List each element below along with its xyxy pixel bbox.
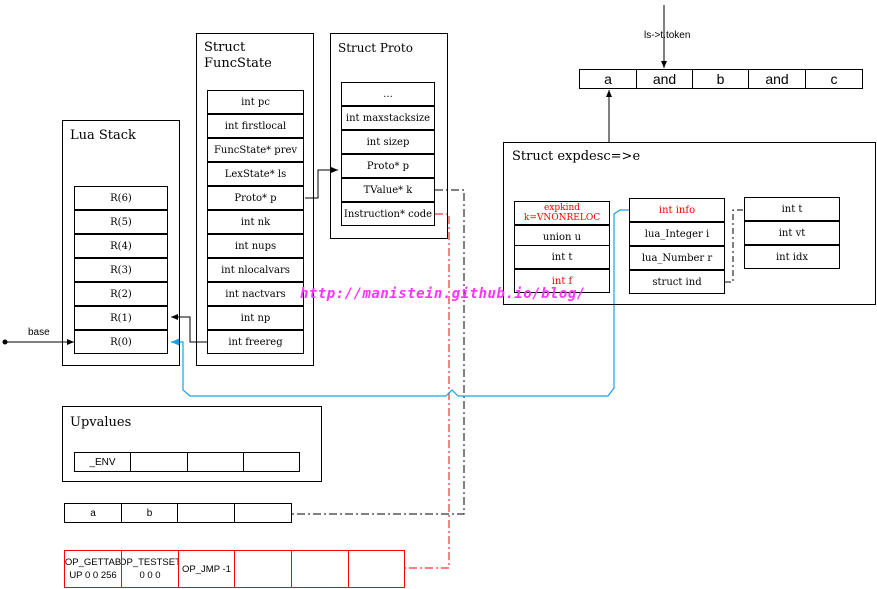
stack-slot: R(5) xyxy=(74,210,168,234)
expdesc-title: Struct expdesc=>e xyxy=(512,149,641,164)
lua-stack-panel: Lua Stack xyxy=(62,120,180,366)
funcstate-field: int nlocalvars xyxy=(207,258,304,282)
ind-t-field: int t xyxy=(744,197,840,221)
funcstate-title: Struct FuncState xyxy=(204,40,272,71)
funcstate-field: FuncState* prev xyxy=(207,138,304,162)
expkind-field: expkind k=VNONRELOC xyxy=(514,201,610,225)
proto-title: Struct Proto xyxy=(338,41,413,55)
constant-cell xyxy=(177,503,235,523)
code-pointer-line xyxy=(405,213,450,569)
token-item: a xyxy=(579,69,637,89)
proto-field: ... xyxy=(341,82,435,106)
constant-cell xyxy=(234,503,292,523)
funcstate-panel: Struct FuncState xyxy=(196,33,314,366)
token-label: ls->t.token xyxy=(644,30,691,41)
token-item: and xyxy=(636,69,693,89)
code-cell xyxy=(234,550,292,588)
code-cell xyxy=(291,550,349,588)
stack-slot: R(0) xyxy=(74,330,168,354)
stack-slot: R(4) xyxy=(74,234,168,258)
funcstate-field: int np xyxy=(207,306,304,330)
code-cell: OP_JMP -1 xyxy=(178,550,235,588)
funcstate-field: int freereg xyxy=(207,330,304,354)
upvalue-cell xyxy=(187,452,244,472)
lua-integer-field: lua_Integer i xyxy=(629,222,725,246)
expdesc-panel: Struct expdesc=>e xyxy=(503,142,876,305)
watermark: http://manistein.github.io/blog/ xyxy=(300,286,586,302)
funcstate-field: int nk xyxy=(207,210,304,234)
ind-idx-field: int idx xyxy=(744,245,840,269)
upvalues-title: Upvalues xyxy=(70,415,132,430)
proto-panel: Struct Proto xyxy=(330,33,448,239)
token-item: c xyxy=(805,69,863,89)
code-cell xyxy=(348,550,405,588)
upvalues-panel: Upvalues xyxy=(62,406,322,482)
proto-field: TValue* k xyxy=(341,178,435,202)
code-cell: OP_GETTAB UP 0 0 256 xyxy=(64,550,122,588)
funcstate-field: int firstlocal xyxy=(207,114,304,138)
int-info-field: int info xyxy=(629,198,725,222)
constant-cell: b xyxy=(121,503,178,523)
code-cell: OP_TESTSET 0 0 0 xyxy=(121,550,179,588)
int-f-field: int f xyxy=(514,269,610,293)
ind-vt-field: int vt xyxy=(744,221,840,245)
constant-cell: a xyxy=(64,503,122,523)
proto-field: int maxstacksize xyxy=(341,106,435,130)
proto-field: Proto* p xyxy=(341,154,435,178)
funcstate-field: int pc xyxy=(207,90,304,114)
funcstate-field: Proto* p xyxy=(207,186,304,210)
lua-stack-title: Lua Stack xyxy=(70,128,136,143)
stack-slot: R(6) xyxy=(74,186,168,210)
funcstate-field: int nups xyxy=(207,234,304,258)
funcstate-field: int nactvars xyxy=(207,282,304,306)
lua-number-field: lua_Number r xyxy=(629,246,725,270)
base-label: base xyxy=(28,327,50,338)
proto-field: int sizep xyxy=(341,130,435,154)
upvalue-cell xyxy=(243,452,300,472)
stack-slot: R(1) xyxy=(74,306,168,330)
int-t-field: int t xyxy=(514,245,610,269)
struct-ind-field: struct ind xyxy=(629,270,725,294)
token-item: and xyxy=(748,69,806,89)
token-item: b xyxy=(692,69,749,89)
upvalue-cell xyxy=(130,452,188,472)
funcstate-field: LexState* ls xyxy=(207,162,304,186)
upvalue-cell: _ENV xyxy=(74,452,131,472)
stack-slot: R(3) xyxy=(74,258,168,282)
proto-field: Instruction* code xyxy=(341,202,435,226)
stack-slot: R(2) xyxy=(74,282,168,306)
